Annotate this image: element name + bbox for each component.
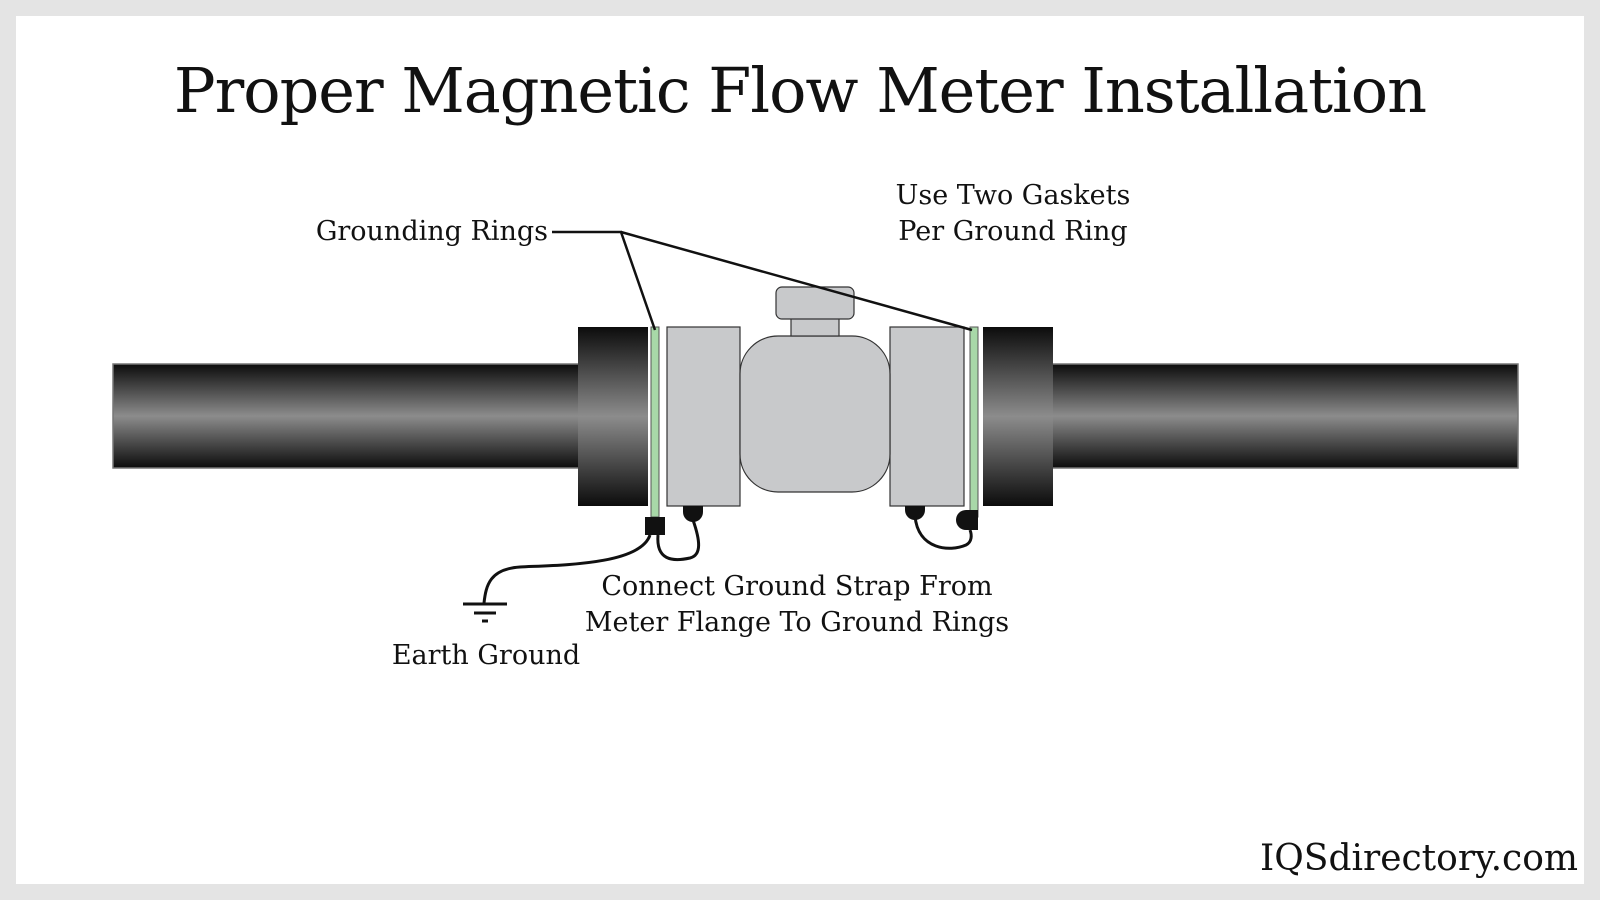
meter-body (739, 335, 891, 493)
right-meter-flange (889, 326, 965, 507)
leader-line-right-ring (620, 230, 973, 332)
right-ground-strap (913, 515, 973, 550)
label-gaskets-line2: Per Ground Ring (898, 216, 1127, 247)
earth-ground-wire (482, 534, 652, 604)
label-strap-line1: Connect Ground Strap From (601, 571, 992, 602)
meter-head (775, 286, 855, 320)
ground-symbol-icon (463, 602, 507, 623)
left-grounding-ring (650, 326, 660, 518)
brand-watermark: IQSdirectory.com (1260, 838, 1578, 879)
label-grounding-rings: Grounding Rings (316, 216, 548, 247)
right-pipe-flange (983, 327, 1053, 506)
left-pipe (112, 363, 584, 469)
left-flange-terminal (683, 506, 703, 522)
left-pipe-flange (578, 327, 648, 506)
page-title: Proper Magnetic Flow Meter Installation (174, 54, 1426, 127)
left-ground-strap (656, 519, 701, 562)
right-ring-terminal (956, 510, 978, 530)
right-pipe (1047, 363, 1519, 469)
label-strap-line2: Meter Flange To Ground Rings (585, 607, 1009, 638)
leader-line-left-ring (552, 230, 657, 331)
meter-neck (790, 317, 840, 337)
left-ring-terminal (645, 517, 665, 535)
left-meter-flange (666, 326, 741, 507)
label-earth-ground: Earth Ground (392, 640, 580, 671)
right-grounding-ring (969, 326, 979, 518)
right-flange-terminal (905, 506, 925, 520)
label-gaskets-line1: Use Two Gaskets (896, 180, 1131, 211)
